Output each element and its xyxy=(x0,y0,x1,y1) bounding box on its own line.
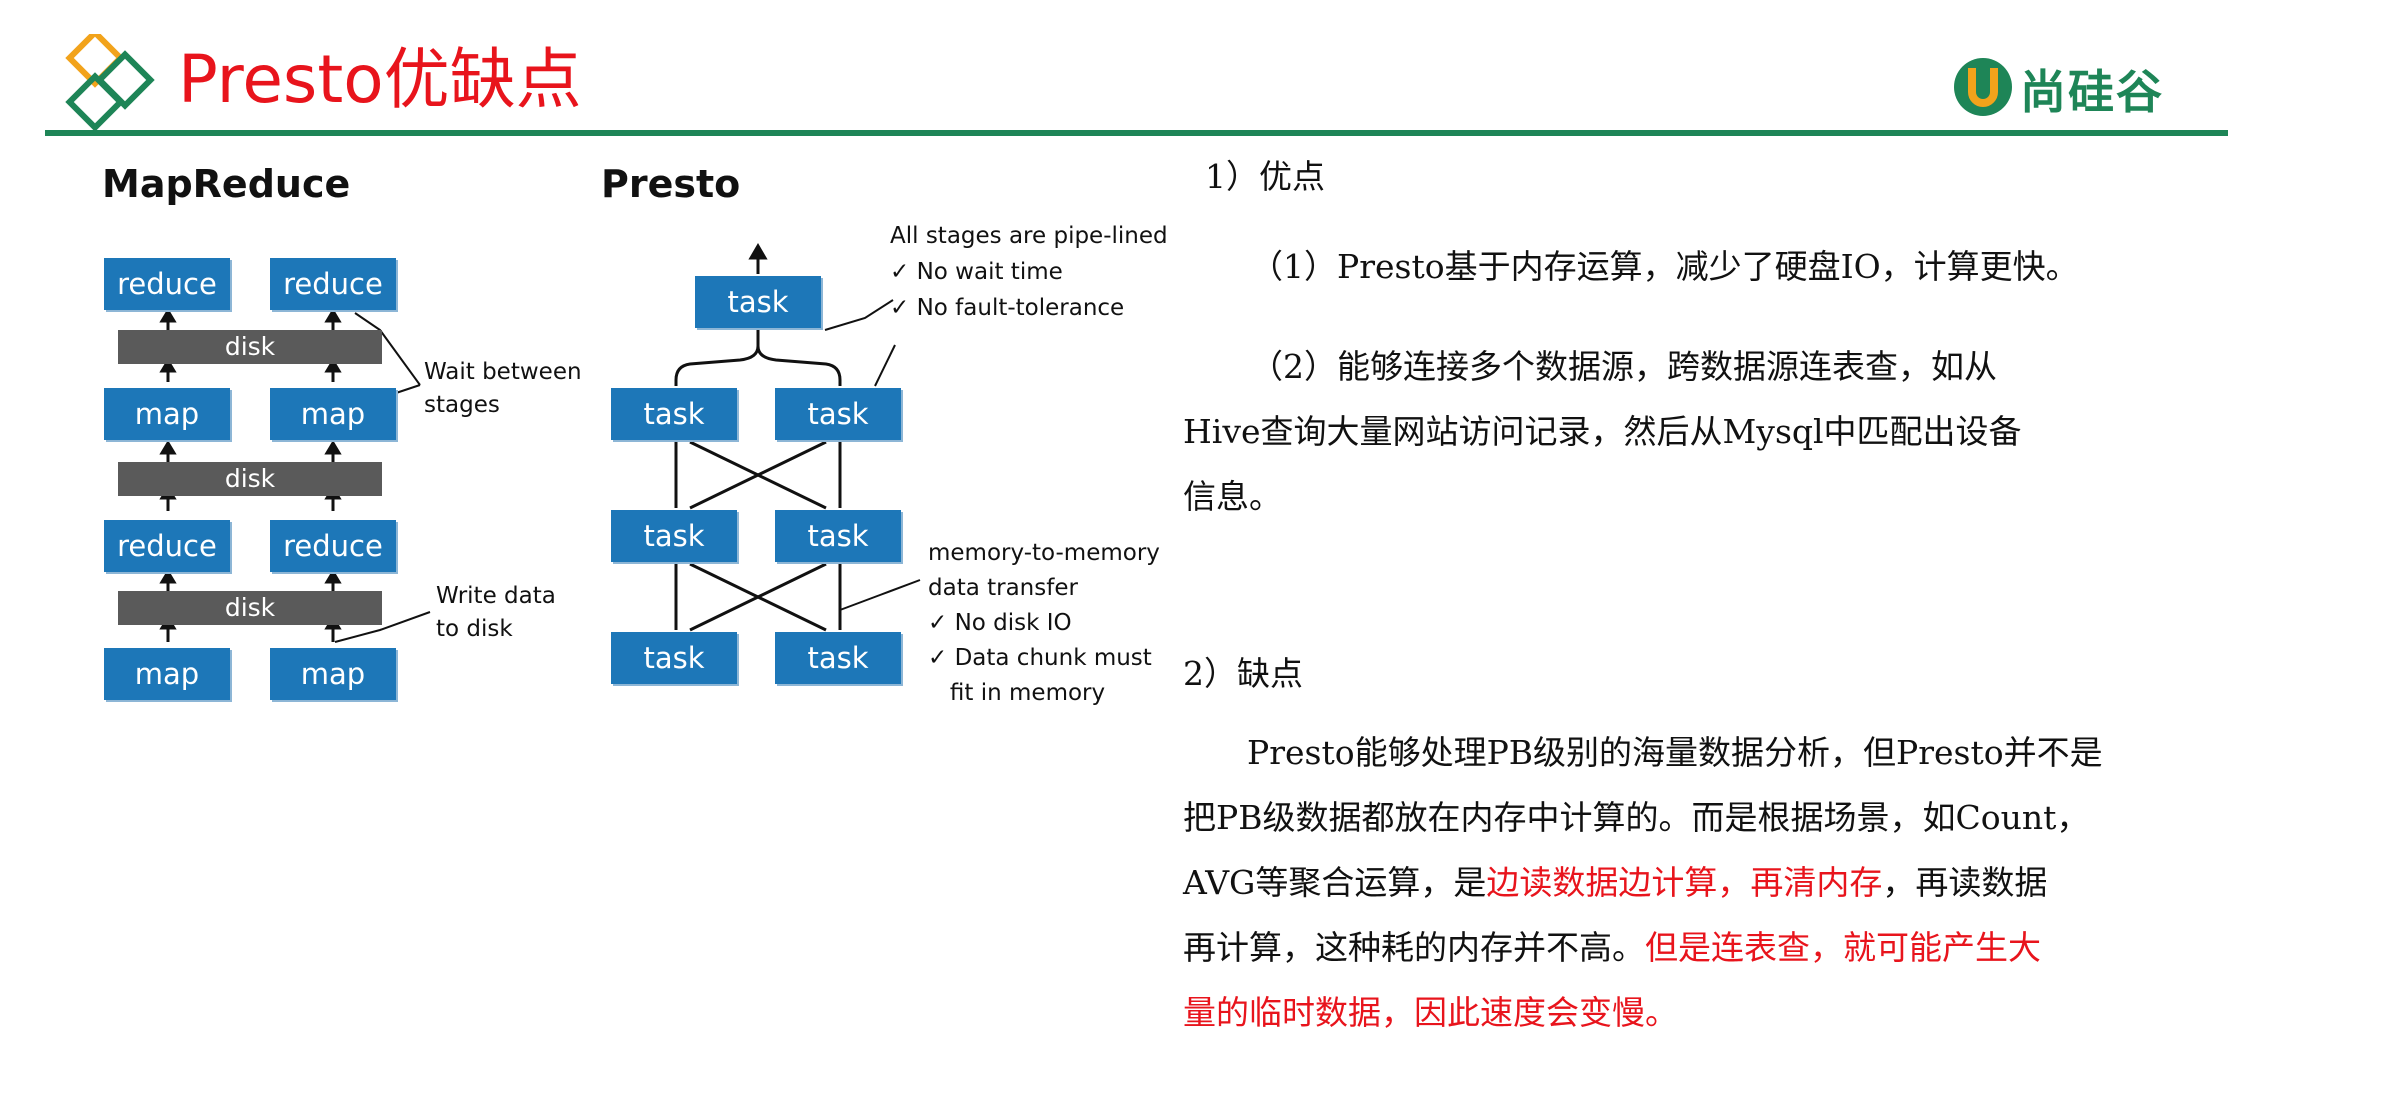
reduce-box: reduce xyxy=(270,520,396,572)
pros-item-2-line1: （2）能够连接多个数据源，跨数据源连表查，如从 xyxy=(1250,347,1997,386)
cons-line-4: 再计算，这种耗的内存并不高。但是连表查，就可能产生大 xyxy=(1183,928,2041,967)
pros-item-2-line3: 信息。 xyxy=(1183,477,1282,516)
task-box: task xyxy=(775,388,901,440)
header-divider xyxy=(45,130,2228,136)
task-box: task xyxy=(695,276,821,328)
cons-line-5: 量的临时数据，因此速度会变慢。 xyxy=(1183,993,1678,1032)
cons-line-2: 把PB级数据都放在内存中计算的。而是根据场景，如Count， xyxy=(1183,798,2090,837)
cons-line-3: AVG等聚合运算，是边读数据边计算，再清内存，再读数据 xyxy=(1183,863,2048,902)
cons-heading: 2）缺点 xyxy=(1183,654,1303,693)
task-box: task xyxy=(611,388,737,440)
pros-item-2-line2: Hive查询大量网站访问记录，然后从Mysql中匹配出设备 xyxy=(1183,412,2022,451)
brand-name: 尚硅谷 xyxy=(2020,65,2164,119)
brand-logo-icon xyxy=(1954,58,2012,116)
task-box: task xyxy=(611,510,737,562)
cons-highlight-2: 但是连表查，就可能产生大 xyxy=(1645,928,2041,967)
logo-diamonds-icon xyxy=(65,34,155,132)
map-box: map xyxy=(104,648,230,700)
task-box: task xyxy=(611,632,737,684)
disk-bar: disk xyxy=(118,591,382,625)
page-title: Presto优缺点 xyxy=(178,41,582,118)
reduce-box: reduce xyxy=(270,258,396,310)
cons-highlight-1: 边读数据边计算，再清内存 xyxy=(1486,863,1883,902)
presto-connectors xyxy=(674,243,921,632)
map-box: map xyxy=(104,388,230,440)
pros-heading: 1）优点 xyxy=(1205,157,1325,196)
disk-bar: disk xyxy=(118,462,382,496)
map-box: map xyxy=(270,648,396,700)
note-pipelined: All stages are pipe-lined✓ No wait time✓… xyxy=(890,223,1168,321)
cons-line-1: Presto能够处理PB级别的海量数据分析，但Presto并不是 xyxy=(1247,733,2103,772)
pros-item-1: （1）Presto基于内存运算，减少了硬盘IO，计算更快。 xyxy=(1250,247,2079,286)
map-box: map xyxy=(270,388,396,440)
presto-heading: Presto xyxy=(601,162,741,206)
task-box: task xyxy=(775,632,901,684)
reduce-box: reduce xyxy=(104,258,230,310)
mapreduce-heading: MapReduce xyxy=(102,162,351,206)
task-box: task xyxy=(775,510,901,562)
disk-bar: disk xyxy=(118,330,382,364)
reduce-box: reduce xyxy=(104,520,230,572)
